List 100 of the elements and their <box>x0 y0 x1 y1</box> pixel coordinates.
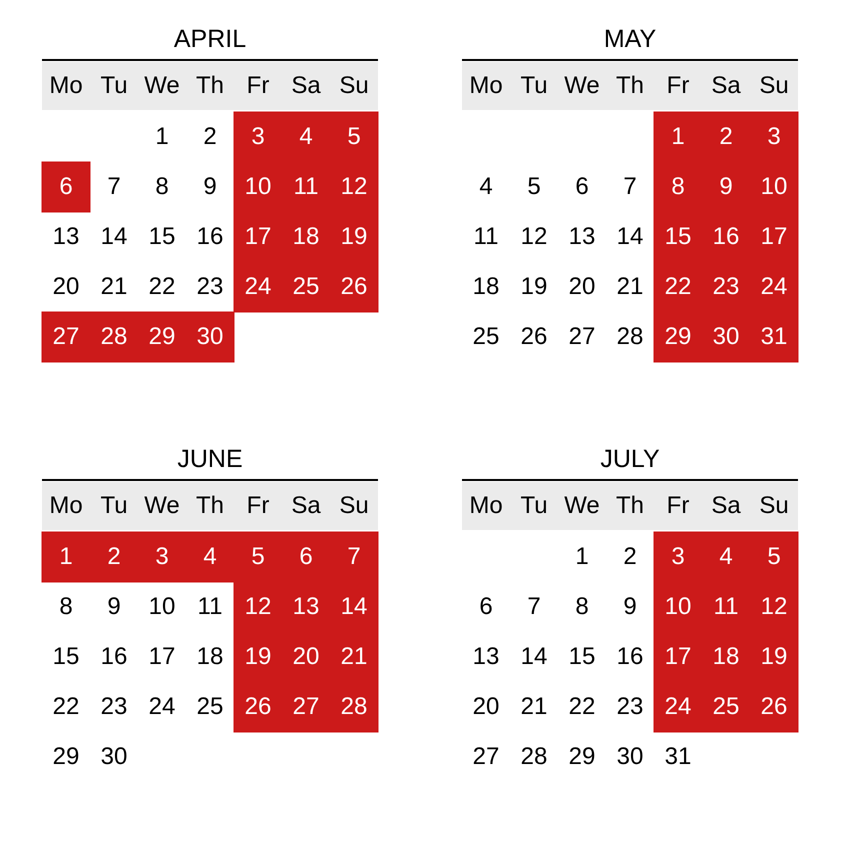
day-number: 2 <box>202 122 218 152</box>
day-number: 26 <box>244 692 272 722</box>
month-title: JULY <box>599 444 661 474</box>
day-number: 15 <box>52 642 80 672</box>
day-number: 21 <box>520 692 548 722</box>
weekday-label: Fr <box>666 491 690 521</box>
day-number: 22 <box>52 692 80 722</box>
day-number: 12 <box>760 592 788 622</box>
weekday-label: Su <box>758 71 790 101</box>
day-number: 23 <box>196 272 224 302</box>
day-number: 3 <box>670 542 686 572</box>
day-number: 25 <box>196 692 224 722</box>
day-number: 6 <box>574 172 590 202</box>
day-number: 27 <box>52 322 80 352</box>
day-number: 8 <box>670 172 686 202</box>
day-number: 25 <box>472 322 500 352</box>
day-number: 28 <box>340 692 368 722</box>
day-number: 11 <box>196 592 224 622</box>
day-number: 9 <box>106 592 122 622</box>
day-number: 15 <box>148 222 176 252</box>
day-number: 7 <box>106 172 122 202</box>
weekday-label: Th <box>194 491 225 521</box>
day-number: 12 <box>340 172 368 202</box>
day-number: 20 <box>568 272 596 302</box>
day-number: 9 <box>622 592 638 622</box>
day-number: 2 <box>718 122 734 152</box>
weekday-label: Th <box>614 71 645 101</box>
day-number: 12 <box>520 222 548 252</box>
day-number: 17 <box>148 642 176 672</box>
day-number: 17 <box>664 642 692 672</box>
day-number: 10 <box>664 592 692 622</box>
day-number: 10 <box>244 172 272 202</box>
day-number: 1 <box>670 122 686 152</box>
day-number: 22 <box>664 272 692 302</box>
day-number: 21 <box>616 272 644 302</box>
day-number: 22 <box>148 272 176 302</box>
weekday-label: Su <box>758 491 790 521</box>
day-number: 26 <box>340 272 368 302</box>
day-number: 8 <box>58 592 74 622</box>
weekday-label: Sa <box>290 491 322 521</box>
day-number: 17 <box>244 222 272 252</box>
day-number: 30 <box>196 322 224 352</box>
day-number: 3 <box>250 122 266 152</box>
day-number: 20 <box>292 642 320 672</box>
day-number: 31 <box>760 322 788 352</box>
day-number: 30 <box>712 322 740 352</box>
day-number: 15 <box>568 642 596 672</box>
day-number: 19 <box>520 272 548 302</box>
weekday-label: Fr <box>246 491 270 521</box>
weekday-label: Fr <box>666 71 690 101</box>
day-number: 25 <box>712 692 740 722</box>
day-number: 21 <box>100 272 128 302</box>
day-number: 31 <box>664 742 692 772</box>
day-number: 18 <box>292 222 320 252</box>
day-number: 4 <box>718 542 734 572</box>
weekday-label: We <box>143 71 181 101</box>
day-number: 26 <box>520 322 548 352</box>
month-title: APRIL <box>172 24 248 54</box>
day-number: 29 <box>664 322 692 352</box>
day-number: 16 <box>196 222 224 252</box>
day-number: 19 <box>340 222 368 252</box>
day-number: 29 <box>52 742 80 772</box>
day-number: 6 <box>58 172 74 202</box>
day-number: 14 <box>100 222 128 252</box>
day-number: 27 <box>568 322 596 352</box>
day-number: 28 <box>616 322 644 352</box>
day-number: 8 <box>154 172 170 202</box>
day-number: 24 <box>148 692 176 722</box>
day-number: 16 <box>616 642 644 672</box>
day-number: 17 <box>760 222 788 252</box>
weekday-label: Tu <box>519 491 549 521</box>
day-number: 10 <box>148 592 176 622</box>
day-number: 1 <box>58 542 74 572</box>
weekday-label: Tu <box>99 491 129 521</box>
day-number: 28 <box>100 322 128 352</box>
month-title: MAY <box>602 24 658 54</box>
day-number: 13 <box>52 222 80 252</box>
weekday-label: Fr <box>246 71 270 101</box>
weekday-label: Th <box>614 491 645 521</box>
highlighted-days-block <box>42 162 90 212</box>
day-number: 13 <box>472 642 500 672</box>
highlighted-days-block <box>654 112 798 362</box>
day-number: 14 <box>616 222 644 252</box>
day-number: 23 <box>100 692 128 722</box>
weekday-label: Tu <box>519 71 549 101</box>
day-number: 5 <box>250 542 266 572</box>
day-number: 23 <box>712 272 740 302</box>
highlighted-days-block <box>234 112 378 312</box>
day-number: 29 <box>148 322 176 352</box>
day-number: 2 <box>106 542 122 572</box>
day-number: 15 <box>664 222 692 252</box>
day-number: 16 <box>712 222 740 252</box>
day-number: 13 <box>568 222 596 252</box>
weekday-label: Mo <box>48 491 84 521</box>
weekday-label: Su <box>338 71 370 101</box>
day-number: 7 <box>526 592 542 622</box>
day-number: 30 <box>616 742 644 772</box>
day-number: 14 <box>520 642 548 672</box>
day-number: 28 <box>520 742 548 772</box>
weekday-label: Sa <box>710 71 742 101</box>
